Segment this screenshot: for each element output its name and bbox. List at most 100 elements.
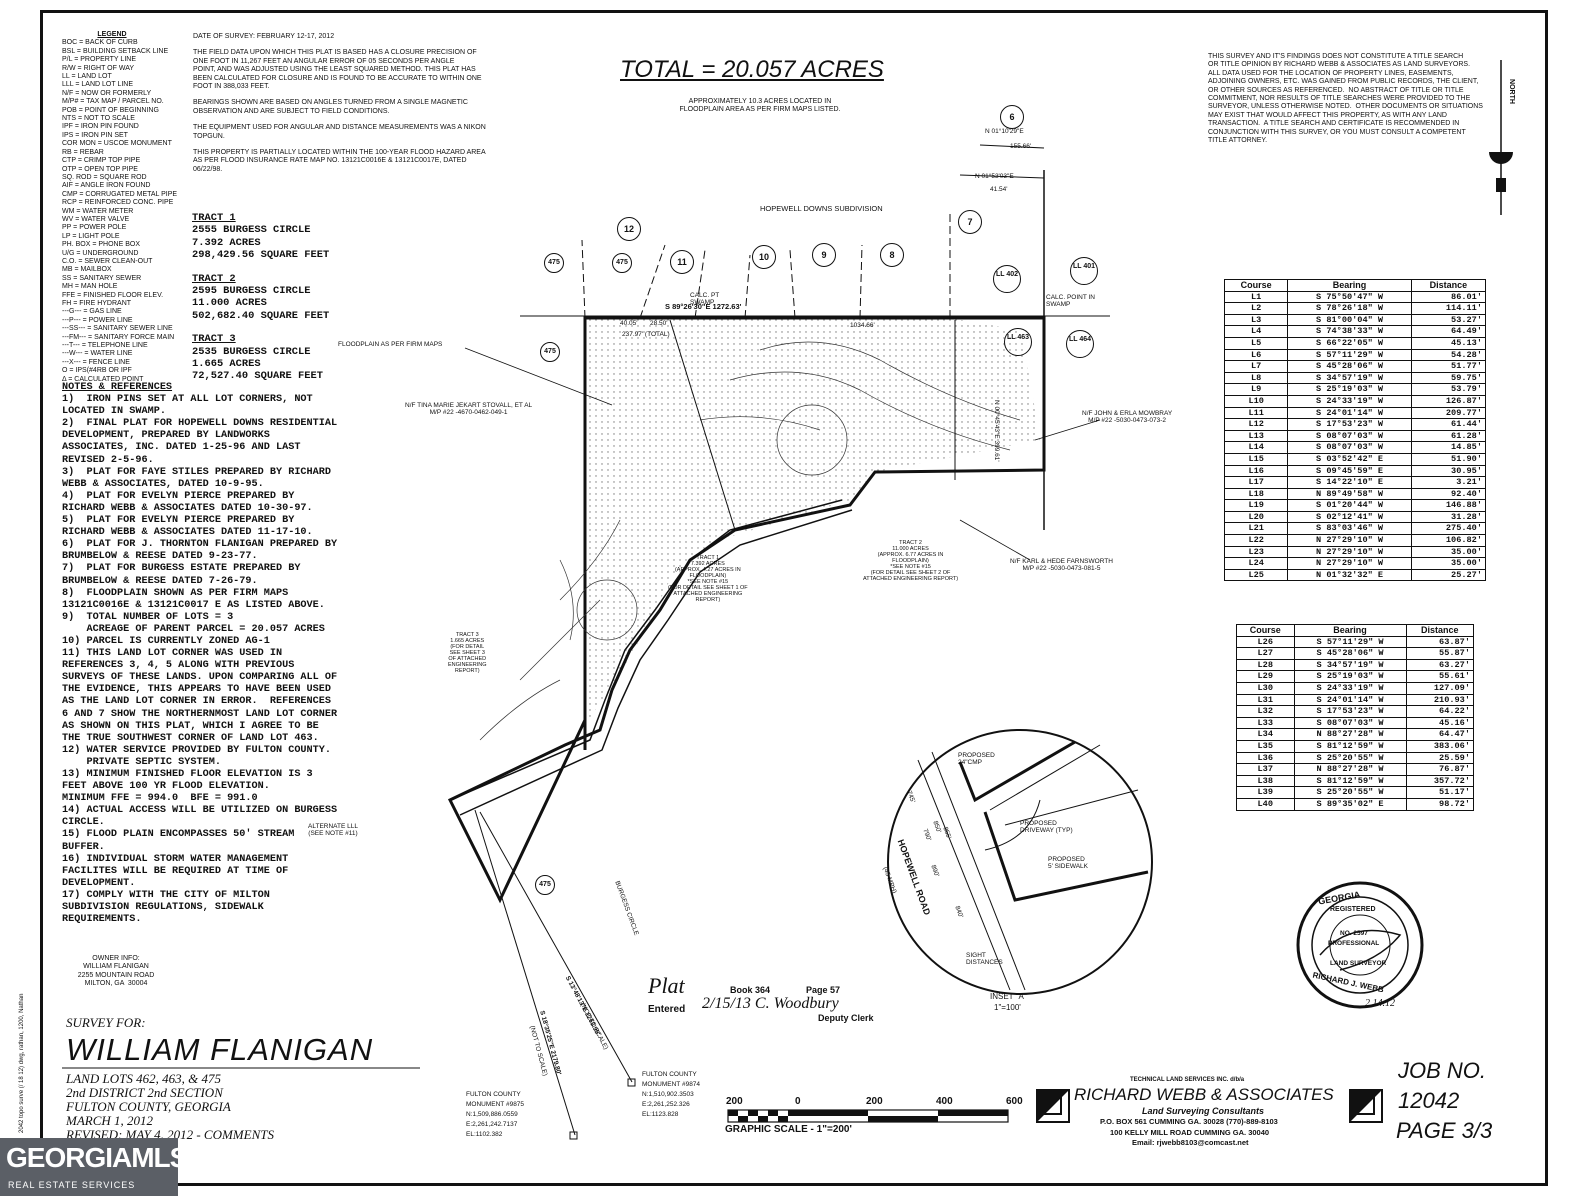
lot6-distance: 155.66' bbox=[1010, 143, 1032, 150]
disclaimer-line: OR TITLE OPINION BY RICHARD WEBB & ASSOC… bbox=[1208, 61, 1471, 69]
table-cell: L21 bbox=[1223, 522, 1289, 536]
note-line: 7) PLAT FOR BURGESS ESTATE PREPARED BY bbox=[62, 563, 301, 575]
tract-label-line: (APPROX. 6.77 ACRES IN bbox=[877, 552, 944, 558]
note-line: 10) PARCEL IS CURRENTLY ZONED AG-1 bbox=[62, 635, 270, 647]
note-line: PRIVATE SEPTIC SYSTEM. bbox=[62, 756, 221, 768]
table-cell: L23 bbox=[1223, 545, 1289, 559]
flood-statement: THIS PROPERTY IS PARTIALLY LOCATED WITHI… bbox=[193, 149, 486, 174]
recording-signature: 2/15/13 C. Woodbury bbox=[702, 995, 839, 1012]
legend-item: SQ. ROD = SQUARE ROD bbox=[62, 173, 147, 181]
note-line: 13121C0016E & 13121C0017 E AS LISTED ABO… bbox=[62, 599, 325, 611]
seal-signature-date: 2.14.12 bbox=[1365, 998, 1395, 1009]
table-cell: 127.09' bbox=[1405, 681, 1475, 695]
firm-address-1: P.O. BOX 561 CUMMING GA. 30028 (770)-889… bbox=[1100, 1117, 1278, 1126]
adjoiner-line: N/F KARL & HEDE FARNSWORTH bbox=[1010, 558, 1113, 565]
disclaimer-line: ALL DATA USED FOR THE LOCATION OF PROPER… bbox=[1208, 69, 1454, 77]
land-lot-475-a: 475 bbox=[544, 253, 564, 273]
legend-item: U/G = UNDERGROUND bbox=[62, 249, 139, 257]
recording-page: Page 57 bbox=[806, 985, 841, 995]
dim-a: 40.05' bbox=[620, 320, 638, 327]
note-line: 5) PLAT FOR EVELYN PIERCE PREPARED BY bbox=[62, 515, 295, 527]
inset-line: DISTANCES bbox=[966, 959, 1003, 966]
closure-statement: THE FIELD DATA UPON WHICH THIS PLAT IS B… bbox=[193, 49, 482, 91]
legend-item: MH = MAN HOLE bbox=[62, 283, 118, 291]
monument-line: MONUMENT #9874 bbox=[642, 1081, 701, 1088]
watermark-sub: REAL ESTATE SERVICES bbox=[8, 1180, 136, 1190]
tract-label-line: OF ATTACHED bbox=[448, 656, 487, 662]
table-cell: L38 bbox=[1236, 774, 1295, 788]
legend-item: M/P# = TAX MAP / PARCEL NO. bbox=[62, 98, 164, 106]
land-lot-464: LL 464 bbox=[1066, 330, 1094, 358]
legend-item: CTP = CRIMP TOP PIPE bbox=[62, 157, 141, 165]
tract-name: TRACT 2 bbox=[192, 272, 236, 285]
legend-title: LEGEND bbox=[97, 31, 127, 38]
lot-6: 6 bbox=[1000, 105, 1024, 129]
note-line: 15) FLOOD PLAIN ENCOMPASSES 50' STREAM bbox=[62, 829, 295, 841]
note-line: LOCATED IN SWAMP. bbox=[62, 406, 166, 418]
note-line: 9) TOTAL NUMBER OF LOTS = 3 bbox=[62, 611, 234, 623]
firm-email: Email: rjwebb8103@comcast.net bbox=[1132, 1138, 1249, 1147]
note-line: RICHARD WEBB & ASSOCIATES DATED 10-30-97… bbox=[62, 502, 313, 514]
monument-b-marker bbox=[627, 1078, 636, 1087]
tract-acres: 1.665 ACRES bbox=[192, 358, 261, 371]
lot-10: 10 bbox=[752, 245, 776, 269]
tract-address: 2595 BURGESS CIRCLE bbox=[192, 285, 311, 298]
disclaimer-line: ADJOINING OWNERS, ETC. WAS GAINED FROM P… bbox=[1208, 78, 1479, 86]
page-number: PAGE 3/3 bbox=[1396, 1118, 1493, 1143]
legend-item: WV = WATER VALVE bbox=[62, 215, 130, 223]
table-cell: 35.00' bbox=[1410, 545, 1487, 559]
survey-for-label: SURVEY FOR: bbox=[66, 1015, 146, 1030]
table-cell: 63.27' bbox=[1405, 658, 1475, 672]
land-lot-475-b: 475 bbox=[612, 253, 632, 273]
table-cell: L35 bbox=[1236, 739, 1295, 753]
lot7-line bbox=[959, 174, 1045, 179]
note-line: THE TRUE SOUTHWEST CORNER OF LAND LOT 46… bbox=[62, 732, 319, 744]
legend-item: PH. BOX = PHONE BOX bbox=[62, 241, 140, 249]
table-cell: 64.47' bbox=[1405, 728, 1475, 741]
legend-item: Δ = CALCULATED POINT bbox=[62, 375, 144, 383]
scale-label-200: 200 bbox=[866, 1096, 883, 1107]
table-cell: L28 bbox=[1236, 658, 1295, 672]
firm-dba: TECHNICAL LAND SERVICES INC. d/b/a bbox=[1130, 1077, 1245, 1083]
inset-scale: 1"=100' bbox=[994, 1003, 1021, 1012]
recording-clerk: Deputy Clerk bbox=[818, 1013, 874, 1023]
table-cell: S 24°01'14" W bbox=[1293, 693, 1407, 707]
monument-line: N:1,509,886.0559 bbox=[466, 1111, 518, 1118]
tract-label-line: TRACT 1 bbox=[696, 555, 720, 561]
tract-sqft: 298,429.56 SQUARE FEET bbox=[192, 249, 330, 262]
legend-item: AIF = ANGLE IRON FOUND bbox=[62, 182, 151, 190]
subdivision-label: HOPEWELL DOWNS SUBDIVISION bbox=[760, 204, 883, 213]
inset-caption: INSET "A" bbox=[990, 992, 1027, 1001]
tract-label-line: *SEE NOTE #15 bbox=[687, 579, 729, 585]
legend-item: MB = MAILBOX bbox=[62, 266, 112, 274]
firm-name: RICHARD WEBB & ASSOCIATES bbox=[1074, 1085, 1334, 1104]
inset-line: PROPOSED bbox=[1020, 820, 1057, 827]
seal-number: NO. 2597 bbox=[1340, 930, 1368, 937]
tract-label-line: (FOR DETAIL SEE SHEET 2 OF bbox=[870, 570, 951, 576]
legend-item: FFE = FINISHED FLOOR ELEV. bbox=[62, 291, 164, 299]
land-lot-475-c: 475 bbox=[540, 342, 560, 362]
firm-tagline: Land Surveying Consultants bbox=[1142, 1106, 1265, 1116]
note-line: BUFFER. bbox=[62, 841, 105, 853]
disclaimer-line: THIS SURVEY AND IT'S FINDINGS DOES NOT C… bbox=[1208, 53, 1464, 60]
note-line: 17) COMPLY WITH THE CITY OF MILTON bbox=[62, 889, 270, 901]
